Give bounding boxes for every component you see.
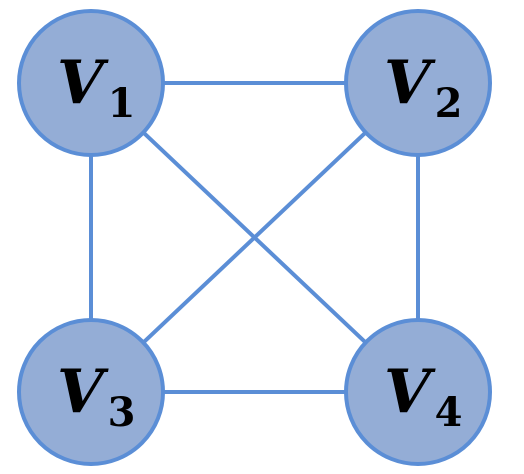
edge-v2-v3 (89, 81, 420, 394)
node-subscript-v4: 4 (435, 389, 463, 436)
node-subscript-v3: 3 (108, 389, 136, 436)
node-letter-v2: V (384, 48, 436, 118)
node-letter-v4: V (384, 357, 436, 427)
node-letter-v1: V (57, 48, 109, 118)
node-circle-v4 (344, 318, 492, 466)
node-subscript-v1: 1 (108, 80, 136, 127)
node-circle-v3 (17, 318, 165, 466)
node-circle-v1 (17, 9, 165, 157)
node-letter-v3: V (57, 357, 109, 427)
node-circle-v2 (344, 9, 492, 157)
node-subscript-v2: 2 (435, 80, 463, 127)
